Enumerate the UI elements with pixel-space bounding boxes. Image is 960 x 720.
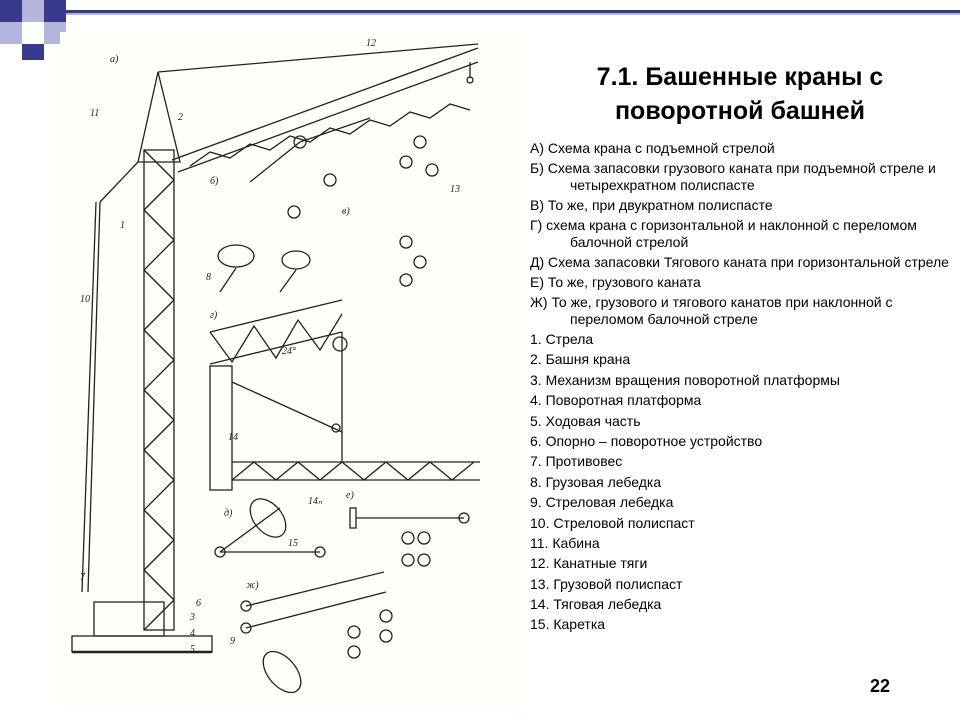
part-10: 10. Стреловой полиспаст <box>530 514 695 531</box>
caption-v: В) То же, при двукратном полиспасте <box>530 197 773 213</box>
part-14: 14. Тяговая лебедка <box>530 596 662 613</box>
figure-label-1: 1 <box>120 220 125 231</box>
figure-label-10: 10 <box>80 294 90 305</box>
figure-label-2: 2 <box>178 112 183 123</box>
caption-zh: Ж) То же, грузового и тягового канатов п… <box>530 294 893 327</box>
figure-label-d: д) <box>224 508 233 519</box>
figure-label-9: 9 <box>230 636 235 647</box>
figure-label-v: в) <box>342 206 350 217</box>
figure-label-a: а) <box>110 54 119 65</box>
figure-label-13: 13 <box>450 184 460 195</box>
part-12: 12. Канатные тяги <box>530 555 648 572</box>
figure-label-3: 3 <box>189 612 195 623</box>
part-7: 7. Противовес <box>530 453 623 470</box>
part-8: 8. Грузовая лебедка <box>530 473 662 490</box>
part-4: 4. Поворотная платформа <box>530 392 702 409</box>
figure-label-b: б) <box>210 176 219 187</box>
caption-b: Б) Схема запасовки грузового каната при … <box>530 160 936 193</box>
figure-label-14: 14 <box>228 432 238 443</box>
slide-title: 7.1. Башенные краны с поворотной башней <box>596 63 884 125</box>
part-5: 5. Ходовая часть <box>530 412 641 429</box>
part-9: 9. Стреловая лебедка <box>530 494 674 511</box>
caption-g: Г) схема крана с горизонтальной и наклон… <box>530 217 917 250</box>
figure-label-angle: 24° <box>282 346 296 357</box>
figure-label-e: е) <box>346 490 354 501</box>
part-11: 11. Кабина <box>530 534 600 551</box>
tower-crane-drawing: а) б) в) г) д) е) ж) 1 2 3 4 5 6 7 8 9 1… <box>60 32 522 708</box>
figure-label-12: 12 <box>366 38 376 49</box>
figure-label-7: 7 <box>80 572 86 583</box>
figure-label-8: 8 <box>206 272 211 283</box>
figure-label-15: 15 <box>288 538 298 549</box>
figure-label-11: 11 <box>90 108 99 119</box>
caption-e: Е) То же, грузового каната <box>530 274 701 290</box>
figure-label-zh: ж) <box>246 580 259 591</box>
figure-label-14n: 14ₙ <box>308 496 323 507</box>
figure-label-6: 6 <box>196 598 201 609</box>
part-2: 2. Башня крана <box>530 351 631 368</box>
caption-list: А) Схема крана с подъемной стрелой Б) Сх… <box>530 140 950 637</box>
part-1: 1. Стрела <box>530 331 594 347</box>
slide-decoration <box>0 0 960 60</box>
part-6: 6. Опорно – поворотное устройство <box>530 432 763 449</box>
figure-label-5: 5 <box>190 644 195 655</box>
part-3: 3. Механизм вращения поворотной платформ… <box>530 371 840 388</box>
part-15: 15. Каретка <box>530 616 606 633</box>
figure-label-4: 4 <box>190 628 195 639</box>
figure-label-g: г) <box>210 310 218 321</box>
page-number: 22 <box>870 676 891 696</box>
caption-d: Д) Схема запасовки Тягового каната при г… <box>530 254 949 270</box>
part-13: 13. Грузовой полиспаст <box>530 575 683 592</box>
caption-a: А) Схема крана с подъемной стрелой <box>530 140 775 156</box>
